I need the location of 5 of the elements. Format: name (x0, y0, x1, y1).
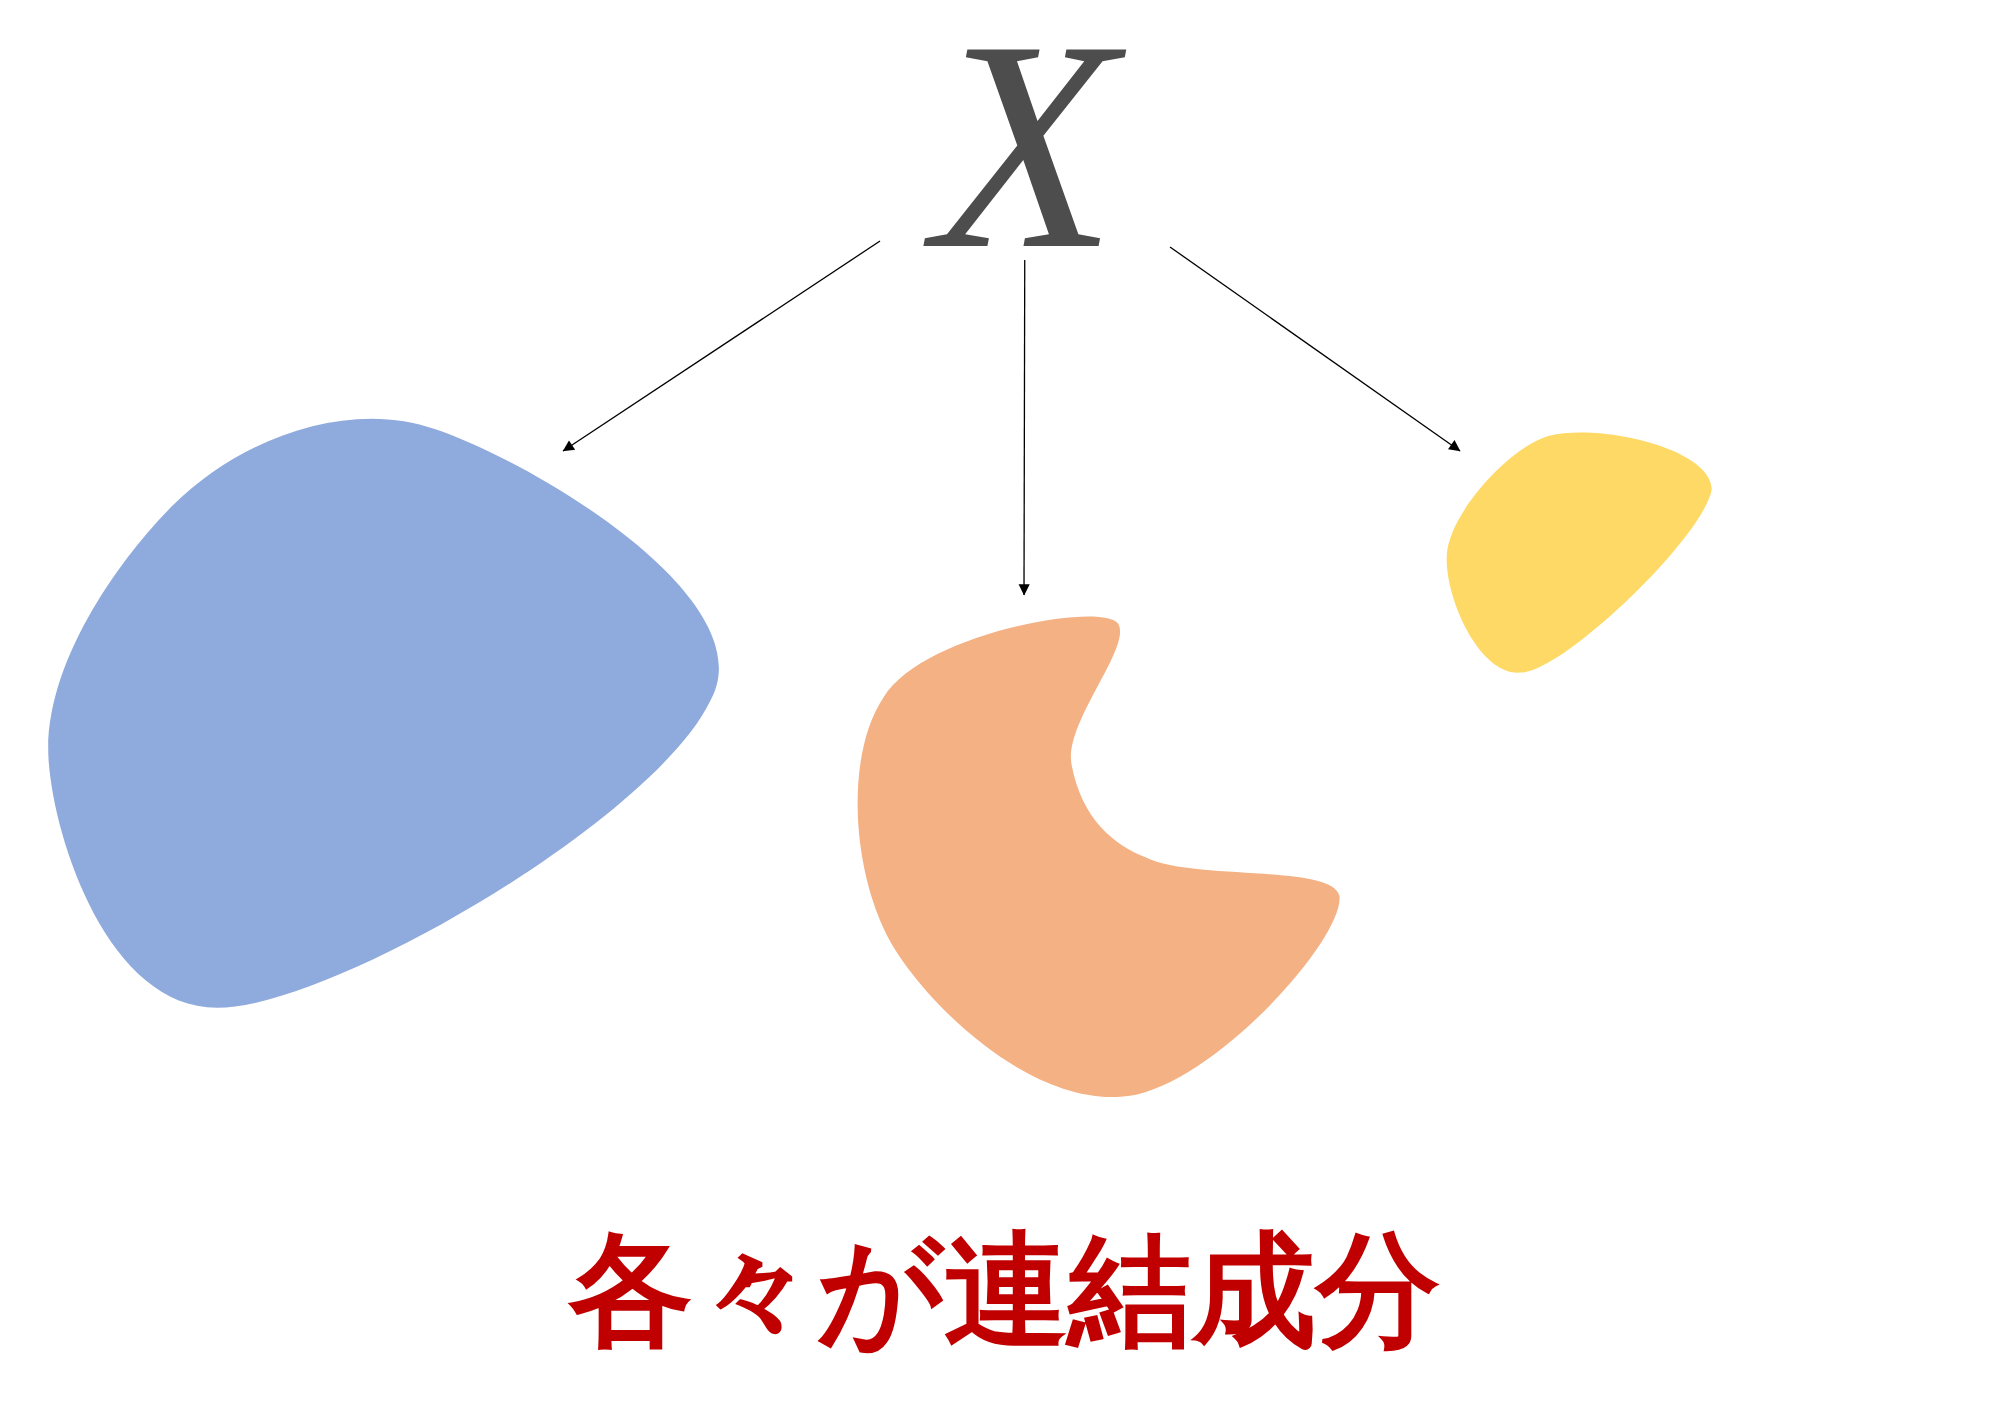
caption-text: 各々が連結成分 (567, 1217, 1441, 1364)
variable-symbol: X (880, 30, 1170, 260)
arrow (1018, 259, 1030, 596)
arrow (562, 240, 881, 452)
arrow (1169, 246, 1461, 452)
